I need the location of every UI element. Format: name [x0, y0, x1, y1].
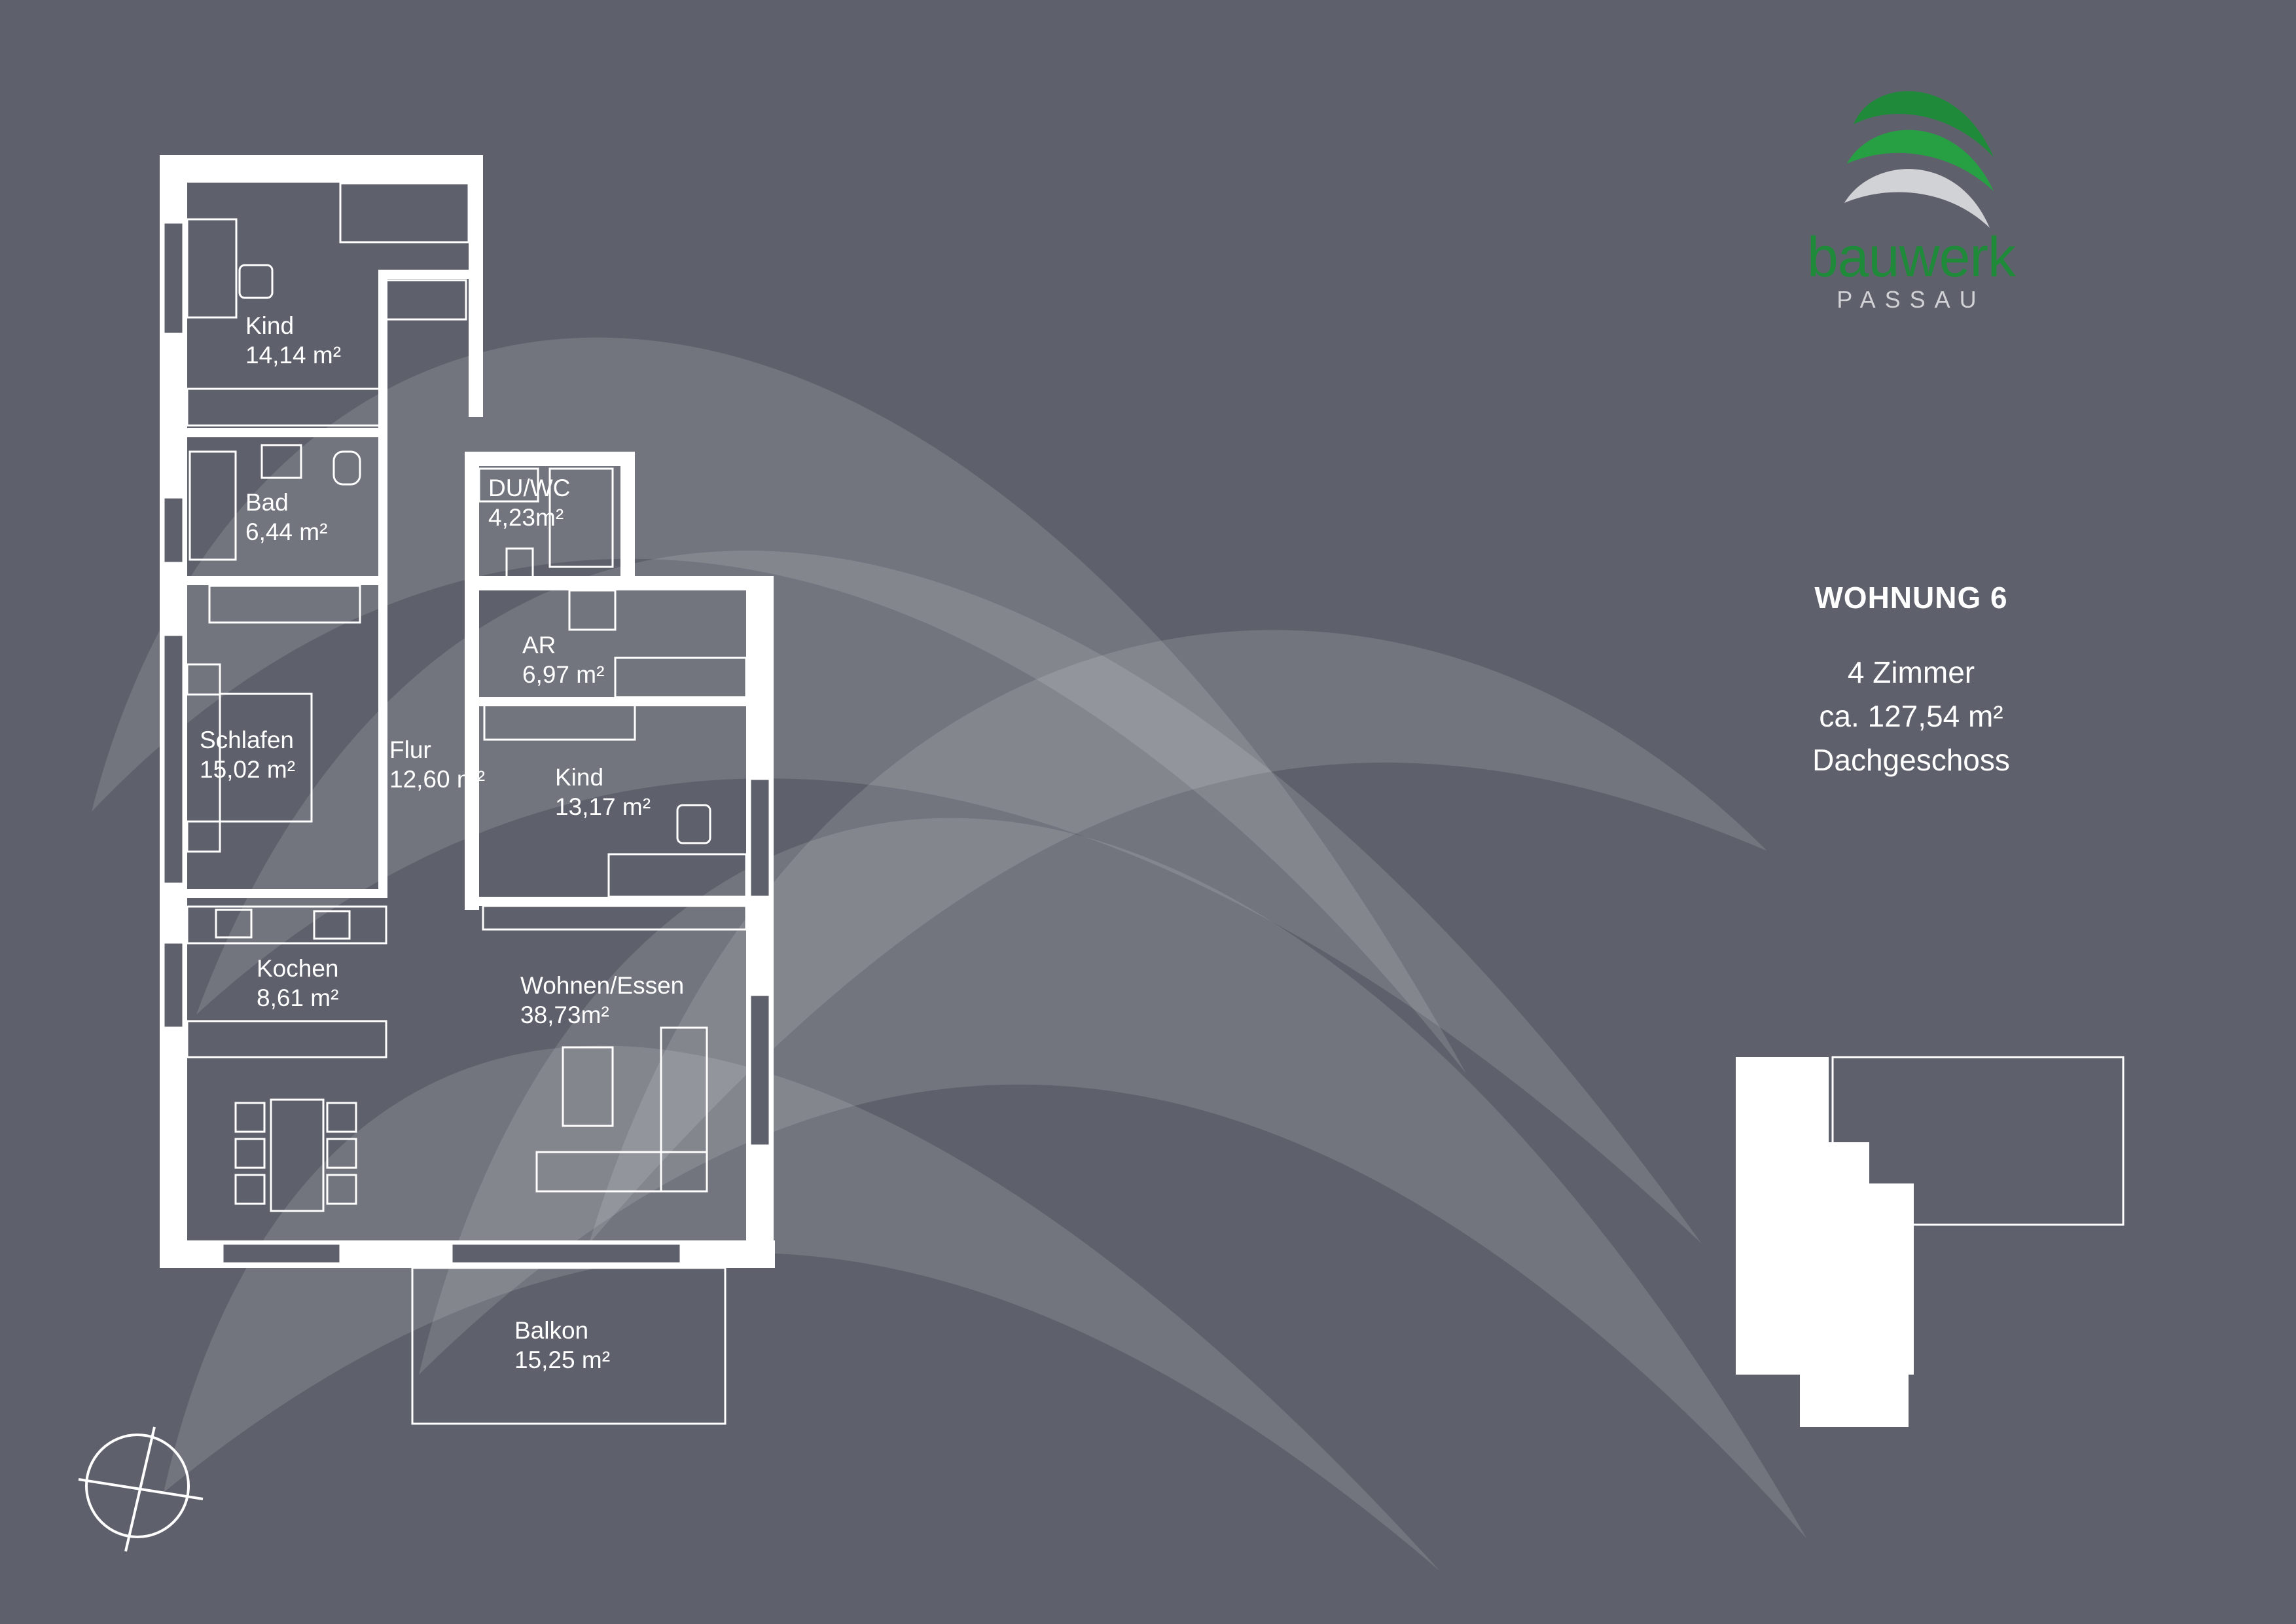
room-name: Wohnen/Essen	[520, 972, 684, 999]
room-area: 12,60 m²	[389, 766, 485, 793]
room-name: AR	[522, 632, 556, 659]
apartment-title: WOHNUNG 6	[1814, 581, 2008, 615]
room-area: 8,61 m²	[257, 984, 338, 1011]
north-arrow-icon	[78, 1426, 204, 1552]
room-area: 15,25 m²	[514, 1346, 610, 1373]
apartment-floor: Dachgeschoss	[1812, 743, 2010, 777]
room-area: 15,02 m²	[200, 756, 295, 783]
room-labels: Kind 14,14 m² Bad 6,44 m² DU/WC 4,23m² A…	[200, 312, 684, 1373]
room-area: 6,97 m²	[522, 661, 604, 688]
room-name: Kind	[245, 312, 294, 339]
room-name: Balkon	[514, 1317, 588, 1344]
room-area: 13,17 m²	[555, 793, 651, 820]
room-name: Bad	[245, 489, 289, 516]
room-area: 14,14 m²	[245, 342, 341, 369]
windows	[162, 221, 771, 1265]
room-name: Schlafen	[200, 727, 294, 753]
logo-city: PASSAU	[1837, 286, 1986, 313]
furniture	[186, 182, 747, 1212]
balcony	[411, 1267, 726, 1425]
room-area: 38,73m²	[520, 1001, 609, 1028]
logo-wordmark: bauwerk	[1806, 226, 2016, 289]
room-area: 6,44 m²	[245, 518, 327, 545]
room-name: DU/WC	[488, 475, 570, 501]
site-key-plan	[1736, 1056, 2125, 1427]
apartment-area: ca. 127,54 m²	[1819, 699, 2003, 733]
room-name: Flur	[389, 736, 431, 763]
background-arcs	[92, 337, 1806, 1571]
room-name: Kind	[555, 764, 603, 791]
room-area: 4,23m²	[488, 504, 564, 531]
room-name: Kochen	[257, 955, 339, 982]
bauwerk-logo-icon	[1844, 91, 1994, 228]
apartment-rooms: 4 Zimmer	[1847, 655, 1975, 689]
